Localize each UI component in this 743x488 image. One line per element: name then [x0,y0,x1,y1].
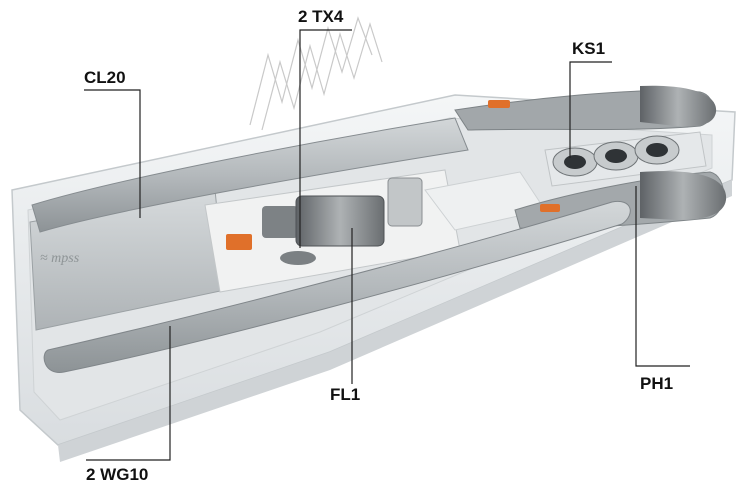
leader-ph1 [635,186,690,367]
key-selector-ks1 [544,131,707,187]
label-2-tx4: 2 TX4 [298,7,344,26]
label-ph1: PH1 [640,374,674,393]
label-fl1: FL1 [330,385,361,404]
watermark [249,16,383,131]
label-2-wg10: 2 WG10 [86,465,149,484]
actuator-arm-lower [43,200,631,373]
center-components [204,169,546,293]
label-ks1: KS1 [572,39,606,58]
svg-text:≈ mpss: ≈ mpss [40,251,80,266]
leader-2tx4 [299,29,352,248]
leader-cl20 [84,89,141,218]
label-cl20: CL20 [84,68,126,87]
leader-2wg10 [86,326,171,461]
actuator-arm-upper [31,85,717,233]
leader-lines [84,29,690,461]
leader-ks1 [569,61,612,158]
